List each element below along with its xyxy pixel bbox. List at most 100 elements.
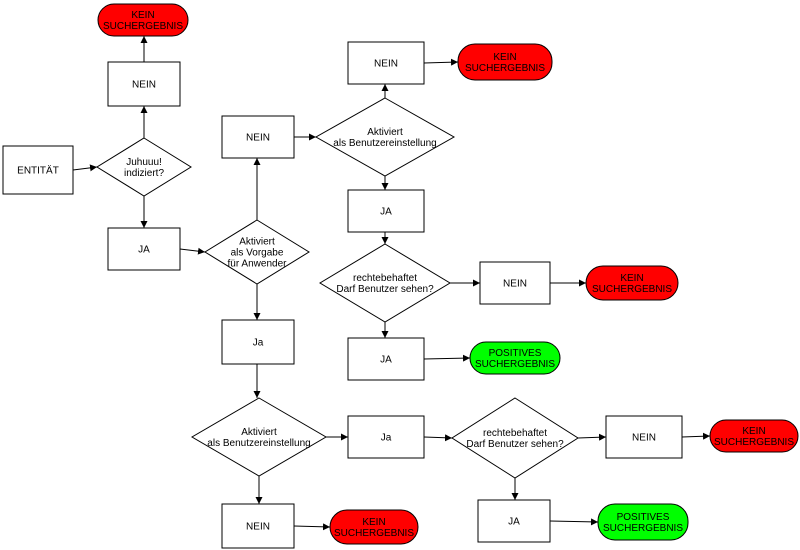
process-shape	[221, 319, 295, 365]
node-nein-recht-2: NEIN	[605, 415, 683, 459]
process-shape	[477, 499, 551, 543]
node-label: Darf Benutzer sehen?	[336, 284, 434, 295]
node-label: SUCHERGEBNIS	[592, 284, 672, 295]
process-shape	[2, 145, 74, 195]
process-shape	[221, 503, 295, 549]
node-nein-top: NEIN	[107, 61, 181, 107]
node-ja-recht-1: JA	[347, 337, 425, 381]
connector-arrow	[423, 354, 471, 362]
node-label: indiziert?	[124, 168, 164, 179]
node-label: NEIN	[503, 279, 527, 290]
result-negative-shape	[585, 265, 679, 301]
node-label: SUCHERGEBNIS	[714, 437, 794, 448]
node-label: Darf Benutzer sehen?	[466, 439, 564, 450]
connector-arrow	[577, 433, 607, 441]
node-label: Aktiviert	[367, 127, 403, 138]
node-label: rechtebehaftet	[353, 273, 417, 284]
node-ja-recht-2: JA	[477, 499, 551, 543]
node-label: SUCHERGEBNIS	[103, 21, 183, 32]
process-shape	[479, 261, 551, 305]
node-label: JA	[380, 207, 392, 218]
node-label: POSITIVES	[617, 512, 670, 523]
process-shape	[107, 227, 181, 271]
nodes: ENTITÄTJuhuuu!indiziert?NEINKEINSUCHERGE…	[2, 3, 799, 549]
result-positive-shape	[469, 341, 561, 375]
process-shape	[107, 61, 181, 107]
node-label: KEIN	[362, 517, 385, 528]
decision-shape	[96, 137, 192, 197]
node-label: Ja	[381, 433, 392, 444]
process-shape	[221, 115, 295, 159]
node-label: KEIN	[742, 426, 765, 437]
process-shape	[605, 415, 683, 459]
node-label: NEIN	[246, 133, 270, 144]
process-shape	[347, 41, 425, 85]
process-shape	[347, 189, 425, 233]
node-nein-vorgabe: NEIN	[221, 115, 295, 159]
connector-arrow	[423, 58, 459, 66]
node-ja-1: JA	[107, 227, 181, 271]
result-negative-shape	[329, 509, 419, 545]
node-label: als Benutzereinstellung	[207, 438, 310, 449]
node-label: SUCHERGEBNIS	[465, 63, 545, 74]
decision-shape	[191, 397, 327, 477]
node-label: als Vorgabe	[231, 248, 284, 259]
result-positive-shape	[597, 503, 689, 541]
node-label: für Anwender	[228, 259, 288, 270]
connectors	[72, 36, 711, 531]
node-label: NEIN	[374, 59, 398, 70]
node-label: SUCHERGEBNIS	[475, 359, 555, 370]
connector-arrow	[293, 523, 331, 531]
node-entitaet: ENTITÄT	[2, 145, 74, 195]
connector-arrow	[72, 164, 98, 172]
decision-shape	[204, 219, 310, 285]
node-label: KEIN	[620, 273, 643, 284]
result-negative-shape	[457, 43, 553, 81]
node-label: POSITIVES	[489, 348, 542, 359]
node-label: NEIN	[246, 522, 270, 533]
node-label: KEIN	[131, 10, 154, 21]
node-label: rechtebehaftet	[483, 428, 547, 439]
node-ja-vorgabe: Ja	[221, 319, 295, 365]
node-label: SUCHERGEBNIS	[334, 528, 414, 539]
node-ja-benutzer-1: JA	[347, 189, 425, 233]
decision-shape	[314, 97, 456, 177]
node-label: ENTITÄT	[17, 165, 59, 177]
node-nein-recht-1: NEIN	[479, 261, 551, 305]
node-d-indiziert: Juhuuu!indiziert?	[96, 137, 192, 197]
node-label: Aktiviert	[239, 237, 275, 248]
node-label: Ja	[253, 338, 264, 349]
connector-arrow	[179, 247, 206, 255]
node-label: NEIN	[632, 433, 656, 444]
node-label: JA	[508, 517, 520, 528]
connector-arrow	[549, 518, 599, 526]
node-label: NEIN	[132, 80, 156, 91]
node-ja-benutzer-2: Ja	[347, 415, 425, 459]
connector-arrow	[681, 432, 711, 440]
node-label: als Benutzereinstellung	[333, 138, 436, 149]
node-label: Juhuuu!	[126, 157, 162, 168]
result-negative-shape	[97, 3, 189, 37]
decision-shape	[451, 397, 579, 479]
process-shape	[347, 415, 425, 459]
process-shape	[347, 337, 425, 381]
result-negative-shape	[709, 419, 799, 453]
node-nein-benutzer-2: NEIN	[221, 503, 295, 549]
decision-shape	[319, 243, 451, 323]
node-label: Aktiviert	[241, 427, 277, 438]
node-label: SUCHERGEBNIS	[603, 523, 683, 534]
node-label: JA	[138, 245, 150, 256]
